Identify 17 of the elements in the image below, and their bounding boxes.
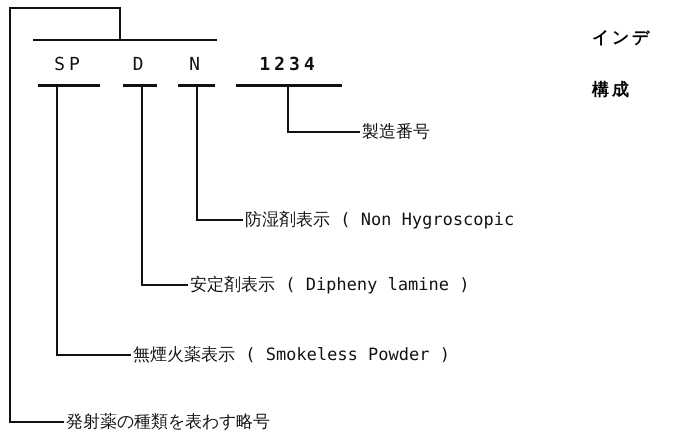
leader-line: [196, 87, 243, 221]
leader-line: [56, 87, 131, 356]
description-text: 安定剤表示 ( Dipheny lamine ): [190, 273, 470, 297]
description-text: 無煙火薬表示 ( Smokeless Powder ): [133, 343, 450, 367]
code-letter: D: [123, 50, 157, 87]
code-letters: SP: [38, 50, 100, 87]
leader-line: [287, 87, 360, 133]
serial-digits: 1234: [236, 50, 342, 87]
heading-fragment: 構成: [592, 79, 632, 101]
leader-line: [9, 7, 121, 423]
leader-line: [141, 87, 188, 286]
description-text: 製造番号: [362, 120, 430, 144]
overline-bar: [33, 39, 217, 41]
description-text: 発射薬の種類を表わす略号: [66, 410, 270, 434]
heading-fragment: インデ: [592, 27, 652, 49]
description-text: 防湿剤表示 ( Non Hygroscopic: [245, 208, 514, 232]
code-letter: N: [178, 50, 215, 87]
